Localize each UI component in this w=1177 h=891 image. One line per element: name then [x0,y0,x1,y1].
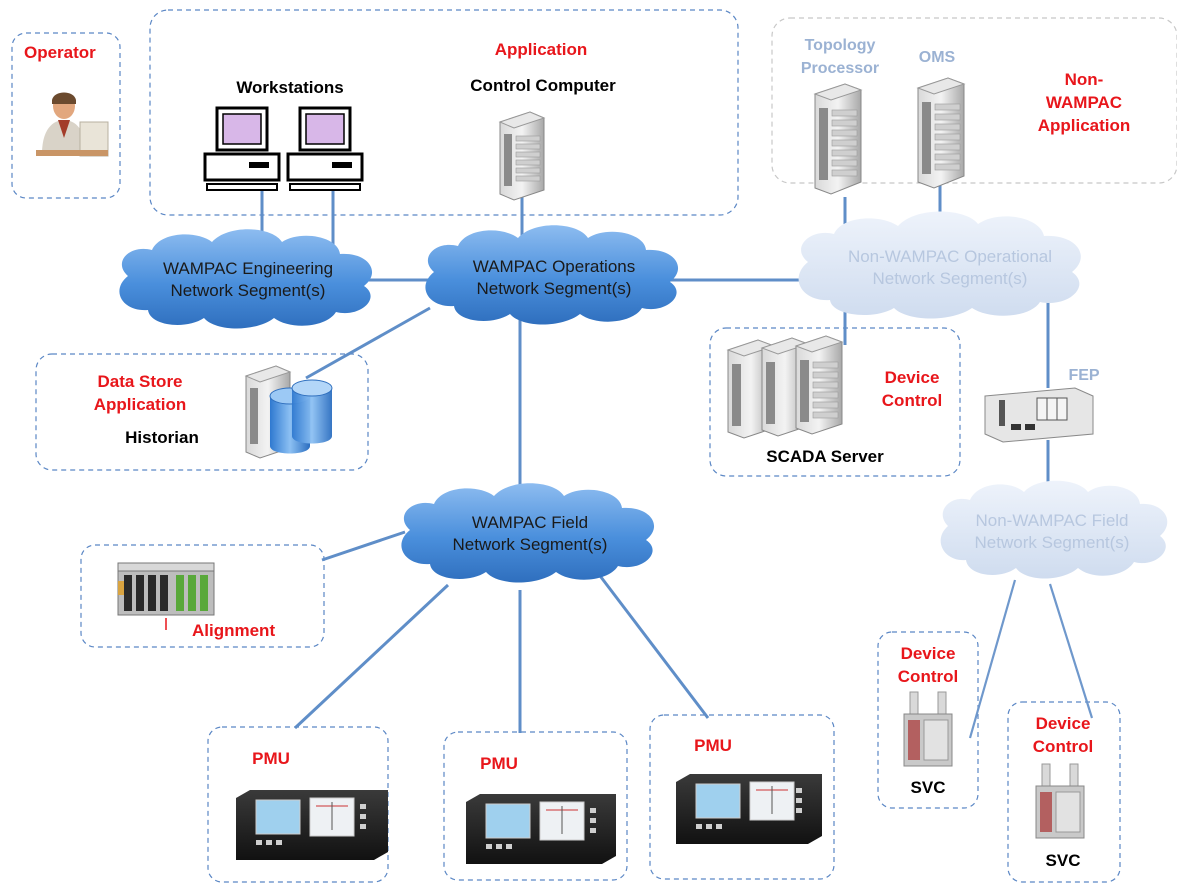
pmu-device-icon [236,790,388,860]
operator-box [11,32,121,199]
cloud-nonwampac-op-line1: Non-WAMPAC Operational [848,247,1052,266]
operator-person-icon [36,92,109,157]
scada-device-control-line2: Control [882,391,942,410]
svc-box-2 [1007,701,1121,883]
alignment-label: Alignment [192,621,275,640]
fep-rack-icon [984,387,1094,443]
pmu-box-2 [443,731,628,881]
application-box [149,9,739,216]
non-wampac-app-line2: WAMPAC [1046,93,1122,112]
plc-rack-icon [117,562,215,616]
pmu-device-icon [466,794,616,864]
svc-box-1 [877,631,979,809]
non-wampac-app-line1: Non- [1065,70,1104,89]
cloud-engineering: WAMPAC Engineering Network Segment(s) [119,229,373,329]
non-wampac-app-line3: Application [1038,116,1131,135]
alignment-box [80,544,325,648]
cloud-operations: WAMPAC Operations Network Segment(s) [425,225,679,325]
cloud-non-wampac-operational: Non-WAMPAC Operational Network Segment(s… [798,211,1081,319]
svc2-device-control-line2: Control [1033,737,1093,756]
cloud-operations-line1: WAMPAC Operations [473,257,636,276]
operator-label: Operator [24,43,96,62]
workstation-icon [286,106,364,191]
database-icon [269,379,333,454]
server-tower-icon [794,335,844,435]
cloud-operations-line2: Network Segment(s) [477,279,632,298]
control-computer-label: Control Computer [470,76,616,95]
data-store-label-line1: Data Store [97,372,182,391]
svc-equipment-icon [903,691,953,767]
svc1-device-control-line1: Device [901,644,956,663]
cloud-engineering-line2: Network Segment(s) [171,281,326,300]
topology-processor-label-line2: Processor [801,60,879,77]
pmu-box-3 [649,714,835,880]
pmu-device-icon [676,774,822,844]
svc1-device-control-line2: Control [898,667,958,686]
server-tower-icon [916,77,966,189]
historian-label: Historian [125,428,199,447]
data-store-label-line2: Application [94,395,187,414]
network-links [260,185,1094,739]
cloud-nonwampac-field-line1: Non-WAMPAC Field [975,511,1128,530]
pmu-label-1: PMU [252,749,290,768]
workstation-icon [203,106,281,191]
cloud-field-line2: Network Segment(s) [453,535,608,554]
cloud-field-line1: WAMPAC Field [472,513,588,532]
server-tower-icon [813,83,863,195]
cloud-nonwampac-op-line2: Network Segment(s) [873,269,1028,288]
scada-device-control-line1: Device [885,368,940,387]
svc-equipment-icon [1035,763,1085,839]
topology-processor-label-line1: Topology [805,37,876,54]
cloud-non-wampac-field: Non-WAMPAC Field Network Segment(s) [940,480,1168,579]
scada-box [709,327,961,477]
server-tower-icon [498,111,546,201]
svc-label-1: SVC [911,778,946,797]
svc-label-2: SVC [1046,851,1081,870]
pmu-label-2: PMU [480,754,518,773]
workstations-label: Workstations [236,78,343,97]
non-wampac-application-box [771,17,1177,184]
scada-server-label: SCADA Server [766,447,884,466]
oms-label: OMS [919,49,956,66]
pmu-label-3: PMU [694,736,732,755]
svc2-device-control-line1: Device [1036,714,1091,733]
cloud-field: WAMPAC Field Network Segment(s) [401,483,655,583]
application-label: Application [495,40,588,59]
cloud-engineering-line1: WAMPAC Engineering [163,259,333,278]
cloud-nonwampac-field-line2: Network Segment(s) [975,533,1130,552]
fep-label: FEP [1068,367,1099,384]
